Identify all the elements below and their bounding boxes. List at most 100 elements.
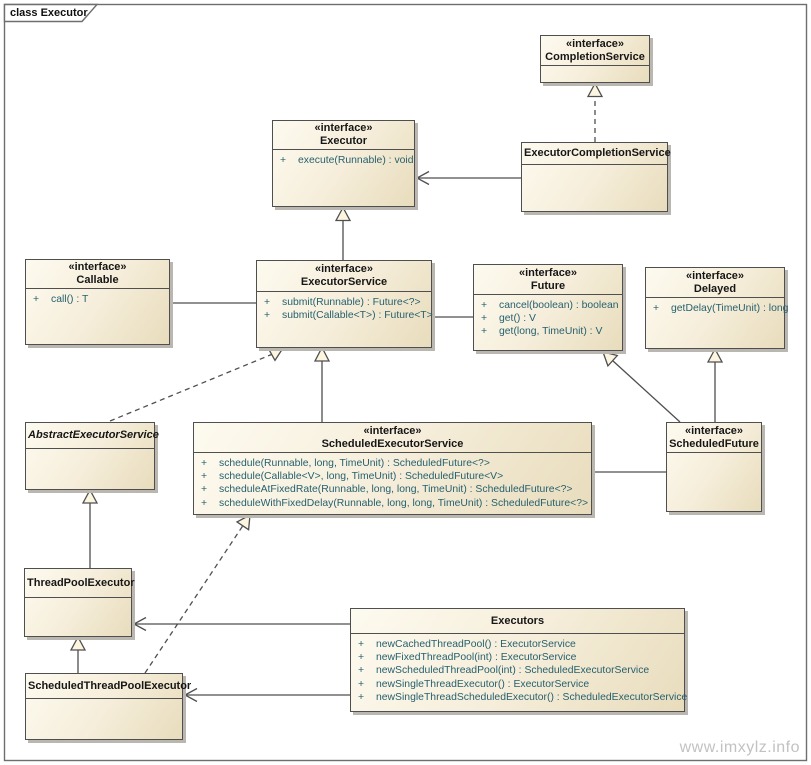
diagram-frame <box>3 3 808 762</box>
class-name: ExecutorService <box>300 276 388 288</box>
class-header: «interface» Callable <box>26 260 169 289</box>
method-row: + get() : V <box>474 312 622 325</box>
open-arrow-icon <box>415 170 430 186</box>
watermark: www.imxylz.info <box>679 739 800 756</box>
stereotype-label: «interface» <box>565 37 625 50</box>
stereotype-label: «interface» <box>363 424 422 437</box>
stereotype-label: «interface» <box>314 122 373 134</box>
method-row: +submit(Callable<T>) : Future<T> <box>257 309 433 322</box>
class-header: Executors <box>351 609 684 634</box>
generalization-line-scheduledfuture-future <box>612 360 681 423</box>
method-label: cancel(boolean) : boolean <box>499 300 619 311</box>
method-row: + newCachedThreadPool() : ExecutorService <box>351 638 684 651</box>
method-row: + execute(Runnable) : void <box>273 154 414 167</box>
methods-compartment: + execute(Runnable) : void <box>273 150 414 167</box>
method-label: schedule(Runnable, long, TimeUnit) : Sch… <box>219 458 490 469</box>
method-label: scheduleAtFixedRate(Runnable, long, long… <box>219 484 573 496</box>
visibility-marker: + <box>358 665 365 677</box>
class-box-thread-pool-executor: ThreadPoolExecutor <box>24 568 135 637</box>
stereotype-label: «interface» <box>68 261 127 273</box>
class-header: «interface» Executor <box>273 121 414 150</box>
visibility-marker: + <box>481 300 488 311</box>
generalization-triangle-icon <box>81 488 99 504</box>
class-header: «interface» CompletionService <box>541 36 649 66</box>
method-row: + getDelay(TimeUnit) : long <box>646 302 788 315</box>
class-header: «interface» ExecutorService <box>257 261 431 292</box>
method-label: execute(Runnable) : void <box>298 155 414 166</box>
empty-compartment <box>522 165 667 169</box>
stereotype-label: «interface» <box>684 424 744 437</box>
class-box-executor: «interface» Executor + execute(Runnable) … <box>272 120 415 207</box>
empty-compartment <box>26 449 154 453</box>
generalization-triangle-icon <box>69 635 87 651</box>
method-label: submit(Runnable) : Future<?> <box>282 297 421 308</box>
generalization-triangle-icon <box>313 346 331 362</box>
stereotype-label: «interface» <box>518 266 578 279</box>
method-label: newCachedThreadPool() : ExecutorService <box>376 639 576 650</box>
realization-line-stpe-ses <box>144 525 244 674</box>
method-row: + schedule(Runnable, long, TimeUnit) : Sc… <box>194 457 591 470</box>
class-box-executors: Executors + newCachedThreadPool() : Execu… <box>350 608 688 712</box>
visibility-marker: + <box>201 484 208 496</box>
method-label: get() : V <box>499 313 536 325</box>
method-label: newFixedThreadPool(int) : ExecutorServic… <box>376 652 577 664</box>
method-row: +submit(Runnable) : Future<?> <box>257 296 431 309</box>
stereotype-label: «interface» <box>685 269 745 282</box>
method-label: newSingleThreadScheduledExecutor() : Sch… <box>376 691 688 703</box>
method-row: + schedule(Callable<V>, long, TimeUnit) :… <box>194 470 591 483</box>
method-row: +newScheduledThreadPool(int) : Scheduled… <box>351 664 684 677</box>
visibility-marker: + <box>653 303 660 314</box>
generalization-triangle-icon <box>235 513 251 531</box>
class-name: ScheduledThreadPoolExecutor <box>28 679 192 692</box>
class-header: ScheduledThreadPoolExecutor <box>26 674 192 699</box>
class-header: ThreadPoolExecutor <box>25 569 135 598</box>
method-row: +call() : T <box>26 293 169 306</box>
method-label: schedule(Callable<V>, long, TimeUnit) : … <box>219 471 504 483</box>
empty-compartment <box>26 699 182 703</box>
visibility-marker: + <box>481 313 488 325</box>
class-box-scheduled-thread-pool-executor: ScheduledThreadPoolExecutor <box>25 673 192 740</box>
visibility-marker: + <box>201 458 208 469</box>
open-arrow-icon <box>183 687 198 703</box>
generalization-triangle-icon <box>586 82 604 98</box>
class-header: AbstractExecutorService <box>26 423 159 449</box>
method-row: + newSingleThreadScheduledExecutor() : Sc… <box>351 691 688 704</box>
generalization-triangle-icon <box>601 351 619 368</box>
diagram-title: class Executor <box>10 7 88 19</box>
class-name: AbstractExecutorService <box>28 429 159 441</box>
visibility-marker: + <box>358 691 365 703</box>
class-name: Executors <box>490 614 545 627</box>
class-box-scheduled-future: «interface» ScheduledFuture <box>666 422 762 512</box>
class-header: «interface» Delayed <box>646 268 784 298</box>
class-name: ScheduledExecutorService <box>321 437 464 450</box>
method-label: submit(Callable<T>) : Future<T> <box>282 310 433 322</box>
frame-title-tab <box>3 3 99 23</box>
class-name: ScheduledFuture <box>669 437 759 450</box>
methods-compartment: + schedule(Runnable, long, TimeUnit) : Sc… <box>194 453 591 510</box>
methods-compartment: + getDelay(TimeUnit) : long <box>646 298 788 315</box>
class-box-callable: «interface» Callable +call() : T <box>25 259 170 345</box>
class-name: CompletionService <box>545 50 645 63</box>
generalization-triangle-icon <box>267 347 285 362</box>
visibility-marker: + <box>33 294 40 305</box>
method-label: scheduleWithFixedDelay(Runnable, long, l… <box>219 497 589 509</box>
method-row: + scheduleAtFixedRate(Runnable, long, lon… <box>194 483 591 496</box>
method-label: getDelay(TimeUnit) : long <box>671 303 789 314</box>
class-box-executor-service: «interface» ExecutorService +submit(Runn… <box>256 260 433 348</box>
method-label: get(long, TimeUnit) : V <box>499 326 603 338</box>
empty-compartment <box>25 598 131 602</box>
class-box-scheduled-executor-service: «interface» ScheduledExecutorService + sc… <box>193 422 592 515</box>
class-box-completion-service: «interface» CompletionService <box>540 35 650 83</box>
visibility-marker: + <box>201 471 208 483</box>
empty-compartment <box>667 453 761 457</box>
visibility-marker: + <box>201 497 208 509</box>
stereotype-label: «interface» <box>314 263 374 275</box>
method-label: newSingleThreadExecutor() : ExecutorServ… <box>376 678 590 690</box>
visibility-marker: + <box>358 639 365 650</box>
class-box-abstract-executor-service: AbstractExecutorService <box>25 422 159 490</box>
class-name: Future <box>530 279 566 292</box>
method-row: +newFixedThreadPool(int) : ExecutorServi… <box>351 651 684 664</box>
visibility-marker: + <box>280 155 287 166</box>
class-header: ExecutorCompletionService <box>522 143 671 165</box>
